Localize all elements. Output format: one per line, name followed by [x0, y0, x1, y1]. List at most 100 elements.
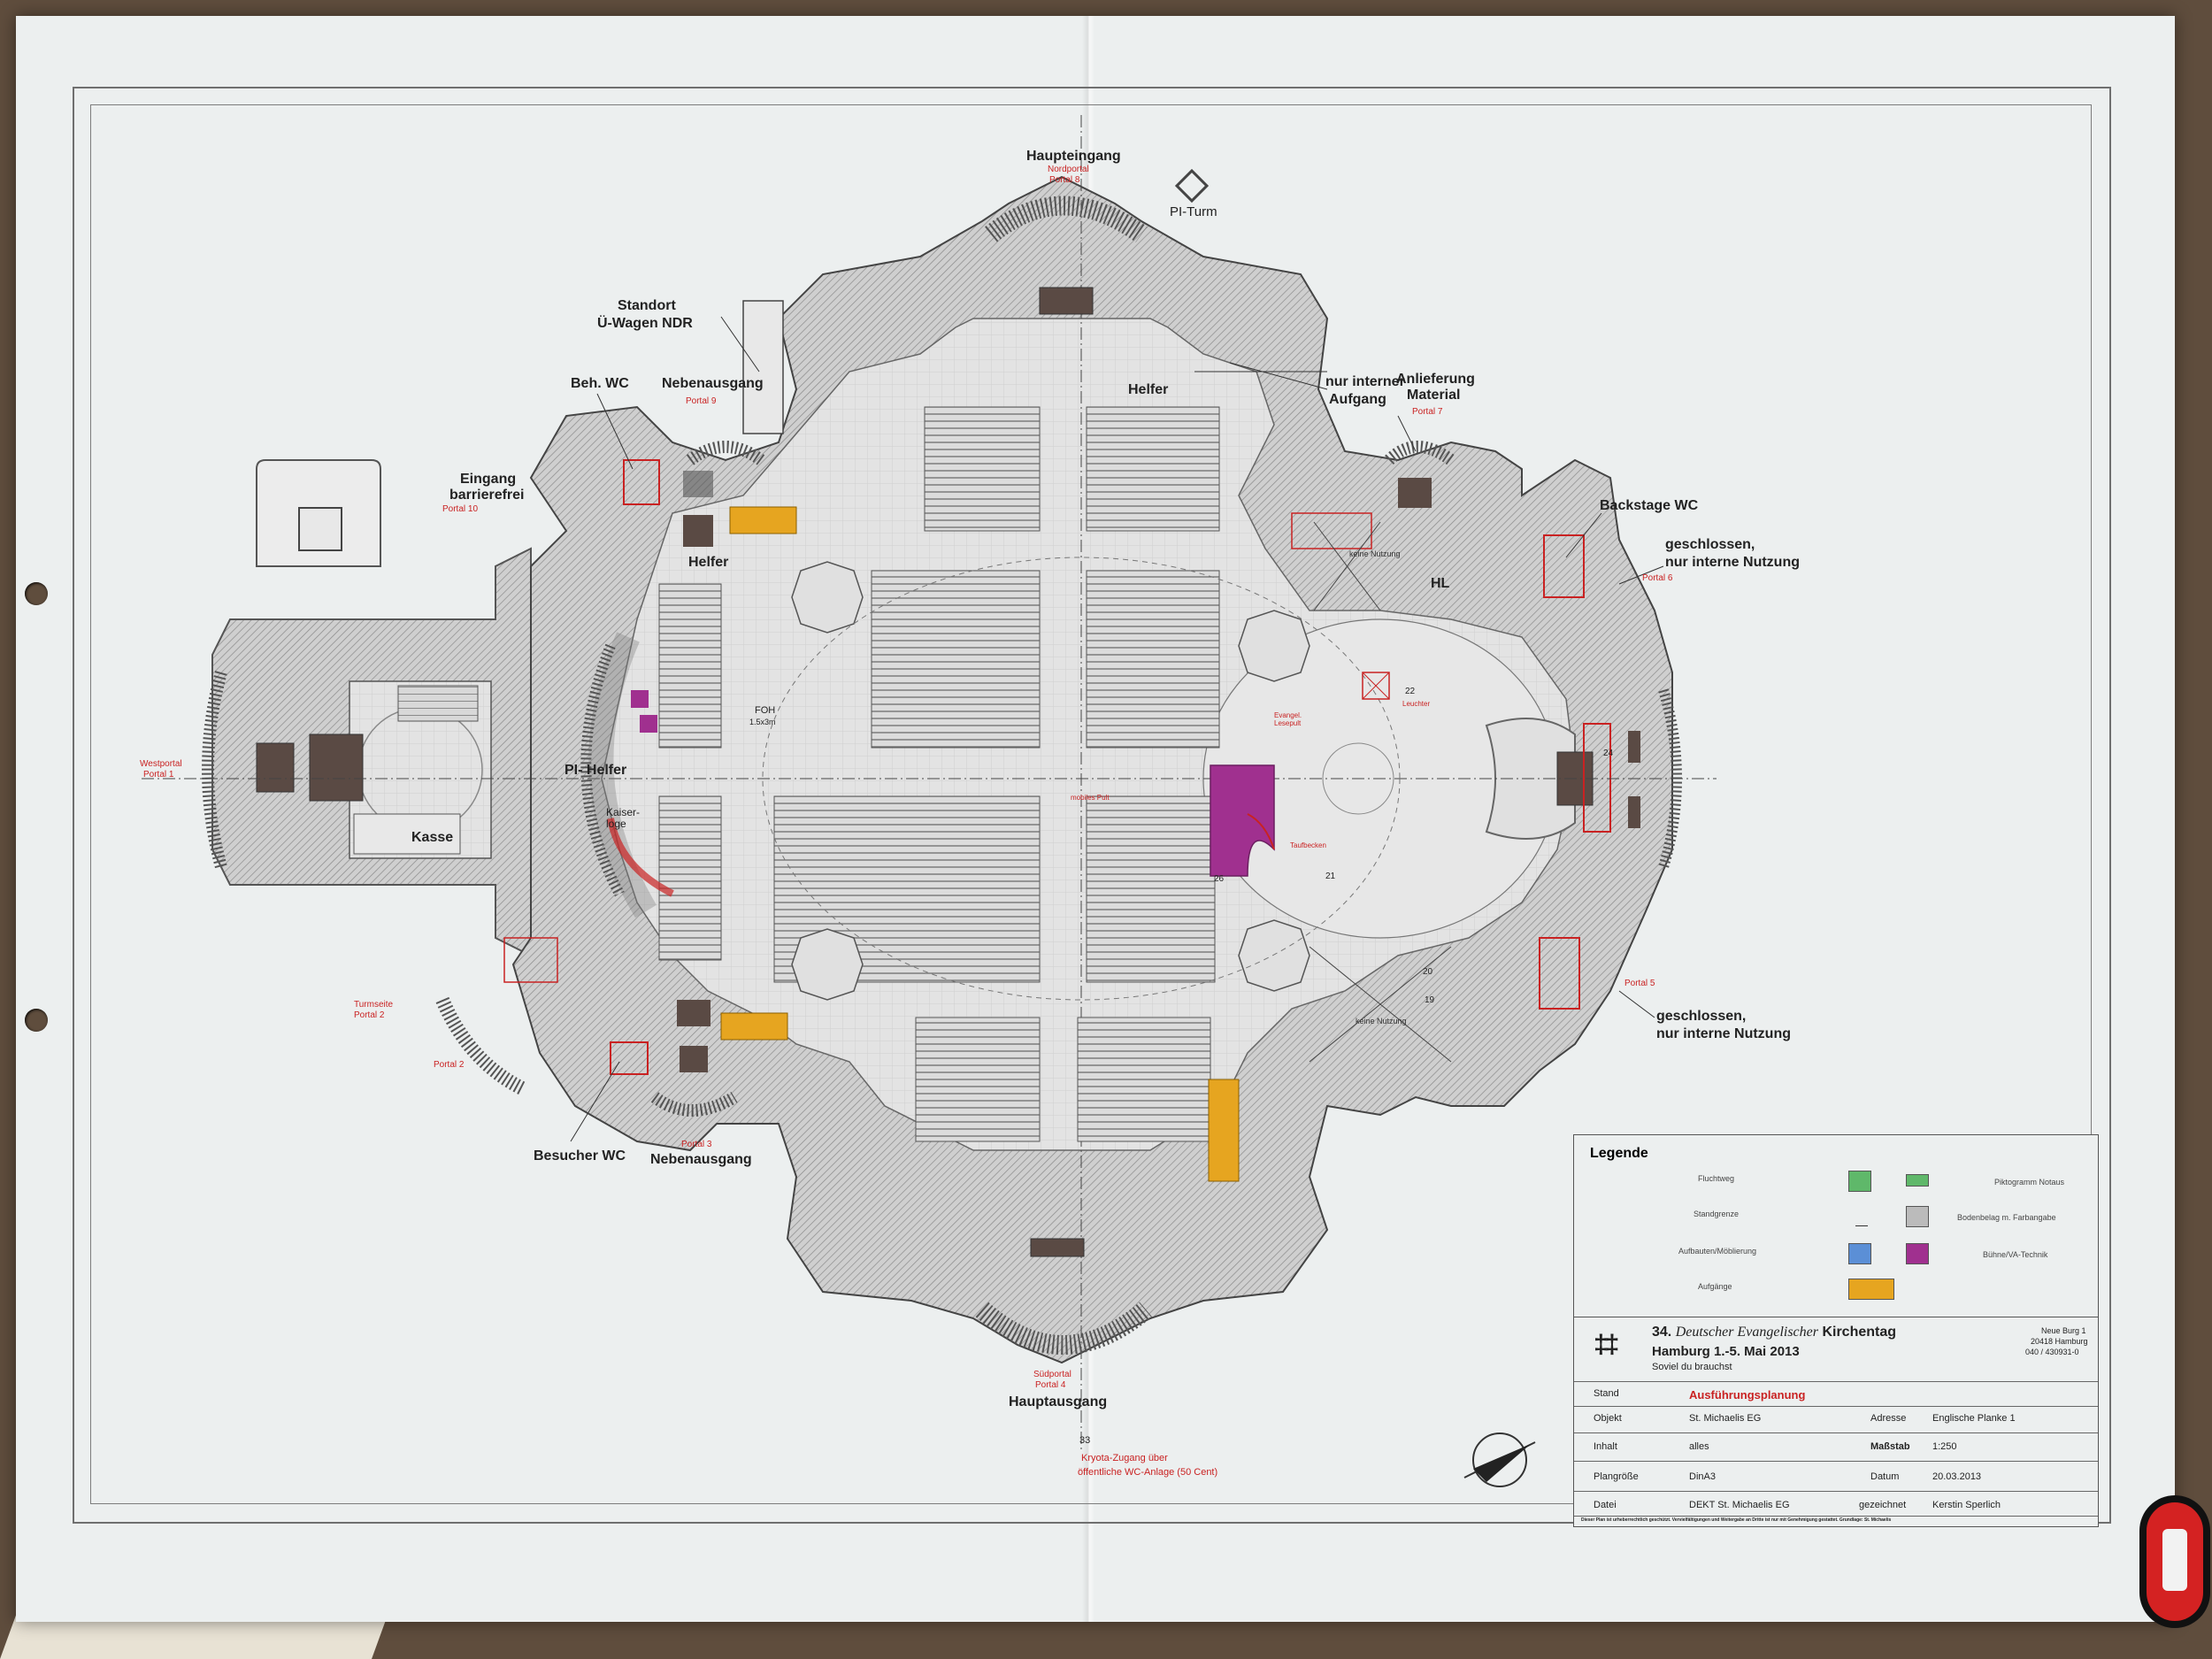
label-portal7: Portal 7: [1412, 407, 1443, 417]
legend-swatch-bodenbelag: [1906, 1206, 1929, 1227]
east-stage-red: [1583, 723, 1611, 833]
wc-red-nw: [623, 459, 660, 505]
label-backstage-wc: Backstage WC: [1600, 498, 1699, 513]
label-n24: 24: [1603, 749, 1614, 758]
purple-box-2: [640, 715, 657, 733]
label-foh-size: 1.5x3m: [749, 718, 776, 726]
pews-nw-front: [924, 406, 1041, 532]
pillar-sw: [791, 928, 864, 1001]
sw-lift-2: [680, 1046, 708, 1072]
label-suedportal: Südportal: [1033, 1370, 1071, 1379]
tb-gezeichnet-key: gezeichnet: [1859, 1500, 1907, 1510]
south-steps: [975, 1302, 1153, 1355]
label-hauptausgang: Hauptausgang: [1009, 1394, 1108, 1409]
north-steps: [985, 196, 1148, 242]
tb-massstab-value: 1:250: [1932, 1441, 1957, 1452]
label-portal8: Portal 8: [1049, 175, 1080, 185]
legend-label-fluchtweg: Fluchtweg: [1698, 1174, 1735, 1183]
label-taufbecken: Taufbecken: [1290, 841, 1326, 849]
tb-stand-key: Stand: [1594, 1388, 1619, 1399]
legend-swatch-aufgaenge: [1848, 1279, 1894, 1300]
leuchter-box: [1362, 672, 1390, 700]
label-n20: 20: [1423, 967, 1433, 977]
label-n22: 22: [1405, 687, 1416, 696]
pews-nw-mid: [871, 570, 1041, 749]
pillar-ne: [1238, 610, 1310, 682]
tb-heading: 34. Deutscher Evangelischer Kirchentag: [1652, 1325, 1896, 1340]
label-kasse: Kasse: [411, 830, 454, 845]
label-wc-anlage: öffentliche WC-Anlage (50 Cent): [1078, 1467, 1218, 1478]
label-portal9: Portal 9: [686, 396, 717, 406]
ne-lift: [1398, 478, 1432, 508]
pillar-se: [1238, 919, 1310, 992]
label-portal10: Portal 10: [442, 504, 479, 514]
tb-footer: Dieser Plan ist urheberrechtlich geschüt…: [1581, 1517, 1892, 1523]
cross-1b: [1313, 521, 1381, 611]
punch-hole: [25, 582, 48, 605]
label-besucher-wc: Besucher WC: [534, 1148, 626, 1164]
label-n26: 26: [1214, 874, 1225, 884]
watermark-logo: [2139, 1495, 2210, 1628]
pews-w-north: [658, 583, 722, 749]
label-kaiserloge: Kaiser-loge: [606, 806, 641, 831]
legend-swatch-fluchtweg: [1848, 1171, 1871, 1192]
label-turmseite: Turmseite: [354, 1000, 394, 1010]
drawing-frame: [73, 87, 2111, 1524]
tb-datei-value: DEKT St. Michaelis EG: [1689, 1500, 1790, 1510]
label-helfer-top: Helfer: [1128, 382, 1169, 397]
pointer-geschl-1: [1618, 565, 1664, 585]
tb-name-a: Deutscher Evangelischer: [1675, 1325, 1818, 1340]
pointer-anlieferung: [1397, 415, 1417, 452]
ne-steps: [1385, 441, 1455, 465]
wc-red-se: [1539, 937, 1580, 1010]
label-foh: FOH: [755, 705, 776, 716]
sw-lift-1: [677, 1000, 710, 1026]
legend-label-aufbauten: Aufbauten/Möblierung: [1678, 1247, 1757, 1256]
label-n19: 19: [1425, 995, 1435, 1005]
west-gallery-stair: [580, 643, 625, 896]
legend-swatch-notaus: [1906, 1174, 1929, 1187]
label-keine-nutzung-1: keine Nutzung: [1349, 549, 1401, 558]
label-n21: 21: [1325, 872, 1336, 881]
legend-box: Legende Fluchtweg Piktogramm Notaus Stan…: [1573, 1134, 2099, 1320]
label-westportal: Westportal: [140, 759, 182, 769]
label-portal5: Portal 5: [1624, 979, 1655, 988]
label-nordportal: Nordportal: [1048, 165, 1089, 174]
legend-swatch-aufbauten: [1848, 1243, 1871, 1264]
pointer-besucher: [570, 1061, 620, 1142]
pews-ne-front: [1086, 406, 1220, 532]
tb-num: 34.: [1652, 1325, 1672, 1340]
title-block: ‡‡ 34. Deutscher Evangelischer Kirchenta…: [1573, 1317, 2099, 1527]
stair-yellow-nw: [729, 506, 797, 534]
legend-label-buehne: Bühne/VA-Technik: [1983, 1250, 2048, 1259]
label-portal4: Portal 4: [1035, 1380, 1066, 1390]
tb-addr2: 20418 Hamburg: [2031, 1337, 2088, 1346]
wc-red-ne: [1543, 534, 1585, 598]
tb-datum-value: 20.03.2013: [1932, 1471, 1982, 1482]
legend-label-standgrenze: Standgrenze: [1694, 1210, 1740, 1218]
nw-lift-1: [683, 515, 713, 547]
pointer-beh-wc: [596, 393, 634, 470]
tb-gezeichnet-value: Kerstin Sperlich: [1932, 1500, 2001, 1510]
pi-turm-diamond: [1174, 168, 1210, 204]
label-u-wagen: Ü-Wagen NDR: [597, 316, 693, 331]
east-door-2: [1628, 796, 1640, 828]
red-room-2: [503, 937, 558, 983]
south-portal-block: [1030, 1238, 1085, 1257]
purple-box-1: [631, 690, 649, 708]
legend-label-notaus: Piktogramm Notaus: [1994, 1178, 2065, 1187]
tb-stand-value: Ausführungsplanung: [1689, 1388, 1806, 1402]
sw-corner-steps: [435, 996, 526, 1095]
label-geschlossen-2: geschlossen,: [1656, 1009, 1747, 1024]
dome-outline: [762, 557, 1401, 1001]
nw-lift-2: [683, 471, 713, 497]
north-arrow: [1463, 1432, 1536, 1487]
stair-yellow-sw: [720, 1012, 788, 1041]
east-door-1: [1628, 731, 1640, 763]
label-nebenausgang-bottom: Nebenausgang: [650, 1152, 752, 1167]
label-n33: 33: [1079, 1435, 1091, 1446]
label-mobiles-pult: mobiles Pult: [1071, 794, 1110, 802]
west-steps: [202, 671, 227, 869]
pews-se-back: [1077, 1017, 1211, 1142]
red-kaiserloge: [607, 818, 674, 897]
